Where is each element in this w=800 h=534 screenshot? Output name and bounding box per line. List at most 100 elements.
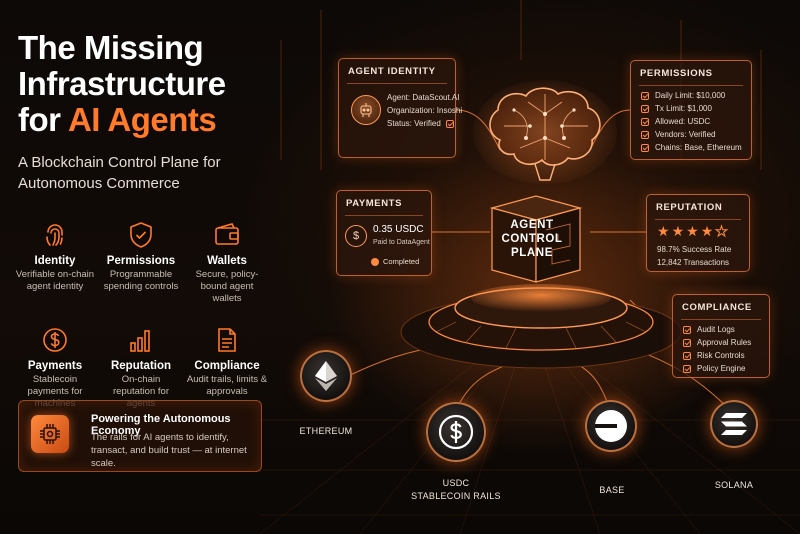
comp-row: Audit Logs bbox=[683, 323, 751, 336]
comp-text: Policy Engine bbox=[697, 364, 746, 373]
check-icon bbox=[683, 325, 691, 334]
solana-label: SOLANA bbox=[714, 480, 754, 490]
feature-name: Identity bbox=[34, 255, 76, 267]
panel-title: PAYMENTS bbox=[346, 198, 403, 209]
feature-compliance: Compliance Audit trails, limits & approv… bbox=[186, 321, 268, 410]
feature-desc: Programmable spending controls bbox=[103, 269, 179, 292]
payment-recipient: Paid to DataAgent bbox=[373, 239, 430, 246]
fingerprint-icon bbox=[46, 224, 63, 246]
permissions-panel: PERMISSIONS Daily Limit: $10,000 Tx Limi… bbox=[630, 60, 752, 160]
reputation-panel: REPUTATION ★★★★★ 98.7% Success Rate 12,8… bbox=[646, 194, 750, 272]
ethereum-label: ETHEREUM bbox=[299, 426, 353, 436]
robot-avatar-icon bbox=[351, 95, 381, 125]
feature-name: Payments bbox=[27, 360, 83, 372]
check-icon bbox=[641, 143, 649, 152]
feature-identity: Identity Verifiable on-chain agent ident… bbox=[14, 216, 96, 305]
check-icon bbox=[683, 364, 691, 373]
perm-row: Allowed: USDC bbox=[641, 115, 742, 128]
identity-organization: Organization: Insoshi bbox=[387, 106, 463, 115]
panel-title: AGENT IDENTITY bbox=[348, 66, 436, 77]
perm-text: Daily Limit: $10,000 bbox=[655, 91, 726, 100]
perm-row: Chains: Base, Ethereum bbox=[641, 141, 742, 154]
control-plane-label: AGENT CONTROL PLANE bbox=[486, 218, 578, 260]
cube-label-line-1: AGENT bbox=[510, 219, 554, 231]
star-rating: ★★★★★ bbox=[657, 223, 730, 240]
check-icon bbox=[445, 119, 454, 128]
dollar-coin-icon bbox=[43, 328, 67, 352]
title-line-3: for AI Agents bbox=[18, 102, 278, 138]
star-filled-icon: ★ bbox=[686, 223, 701, 239]
compliance-panel: COMPLIANCE Audit Logs Approval Rules Ris… bbox=[672, 294, 770, 378]
perm-row: Daily Limit: $10,000 bbox=[641, 89, 742, 102]
control-plane-cube bbox=[489, 195, 583, 283]
check-icon bbox=[683, 351, 691, 360]
feature-wallets: Wallets Secure, policy-bound agent walle… bbox=[186, 216, 268, 305]
perm-text: Allowed: USDC bbox=[655, 117, 711, 126]
panel-title: REPUTATION bbox=[656, 202, 723, 213]
shield-check-icon bbox=[130, 222, 152, 248]
cube-label-line-3: PLANE bbox=[511, 247, 553, 259]
promo-title: Powering the Autonomous Economy bbox=[91, 413, 231, 437]
hero-subtitle: A Blockchain Control Plane for Autonomou… bbox=[18, 154, 221, 192]
payments-panel: PAYMENTS $ 0.35 USDC Paid to DataAgent C… bbox=[336, 190, 432, 276]
base-icon bbox=[585, 400, 637, 452]
feature-name: Wallets bbox=[207, 255, 247, 267]
payment-status: Completed bbox=[371, 257, 419, 266]
comp-text: Risk Controls bbox=[697, 351, 745, 360]
usdc-icon bbox=[426, 402, 486, 462]
platform-base bbox=[400, 284, 682, 369]
hero-title: The Missing Infrastructure for AI Agents bbox=[18, 30, 278, 138]
panel-title: COMPLIANCE bbox=[682, 302, 752, 313]
cube-label-line-2: CONTROL bbox=[501, 233, 563, 245]
solana-icon bbox=[710, 400, 758, 448]
agent-identity-panel: AGENT IDENTITY Agent: DataScout.AI Organ… bbox=[338, 58, 462, 158]
identity-agent: Agent: DataScout.AI bbox=[387, 93, 460, 102]
check-icon bbox=[641, 104, 649, 113]
perm-row: Vendors: Verified bbox=[641, 128, 742, 141]
ethereum-icon bbox=[300, 350, 352, 402]
check-icon bbox=[641, 91, 649, 100]
usdc-label-line-2: STABLECOIN RAILS bbox=[411, 491, 501, 501]
perm-text: Vendors: Verified bbox=[655, 130, 716, 139]
success-rate: 98.7% Success Rate bbox=[657, 245, 732, 254]
payment-status-text: Completed bbox=[383, 257, 420, 266]
star-filled-icon: ★ bbox=[657, 223, 672, 239]
star-empty-icon: ★ bbox=[715, 223, 730, 240]
feature-desc: Verifiable on-chain agent identity bbox=[15, 269, 95, 292]
brain-icon bbox=[473, 80, 617, 184]
promo-text: The rails for AI agents to identify, tra… bbox=[91, 432, 247, 469]
comp-row: Approval Rules bbox=[683, 336, 751, 349]
perm-text: Tx Limit: $1,000 bbox=[655, 104, 712, 113]
title-prefix: for bbox=[18, 101, 68, 138]
check-icon bbox=[641, 130, 649, 139]
dollar-coin-icon: $ bbox=[345, 225, 367, 247]
identity-status-row: Status: Verified bbox=[387, 117, 462, 130]
feature-name: Permissions bbox=[106, 255, 176, 267]
panel-title: PERMISSIONS bbox=[640, 68, 713, 79]
identity-status: Status: Verified bbox=[387, 119, 441, 128]
comp-row: Policy Engine bbox=[683, 362, 751, 375]
payment-amount: 0.35 USDC bbox=[373, 224, 424, 235]
comp-row: Risk Controls bbox=[683, 349, 751, 362]
usdc-label: USDC STABLECOIN RAILS bbox=[410, 477, 502, 503]
bar-chart-icon bbox=[130, 330, 150, 352]
perm-text: Chains: Base, Ethereum bbox=[655, 143, 742, 152]
star-filled-icon: ★ bbox=[671, 223, 687, 239]
transaction-count: 12,842 Transactions bbox=[657, 258, 730, 267]
promo-box: Powering the Autonomous Economy The rail… bbox=[18, 400, 262, 472]
wallet-icon bbox=[215, 223, 239, 245]
feature-desc: Audit trails, limits & approvals bbox=[186, 374, 268, 397]
feature-name: Reputation bbox=[110, 360, 172, 372]
feature-name: Compliance bbox=[194, 360, 260, 372]
status-dot-icon bbox=[371, 257, 379, 266]
check-icon bbox=[641, 117, 649, 126]
chip-icon bbox=[31, 415, 69, 453]
document-icon bbox=[218, 328, 236, 352]
check-icon bbox=[683, 338, 691, 347]
title-line-1: The Missing bbox=[18, 29, 204, 66]
usdc-label-line-1: USDC bbox=[442, 478, 470, 488]
comp-text: Audit Logs bbox=[697, 325, 735, 334]
perm-row: Tx Limit: $1,000 bbox=[641, 102, 742, 115]
title-line-2: Infrastructure bbox=[18, 65, 226, 102]
